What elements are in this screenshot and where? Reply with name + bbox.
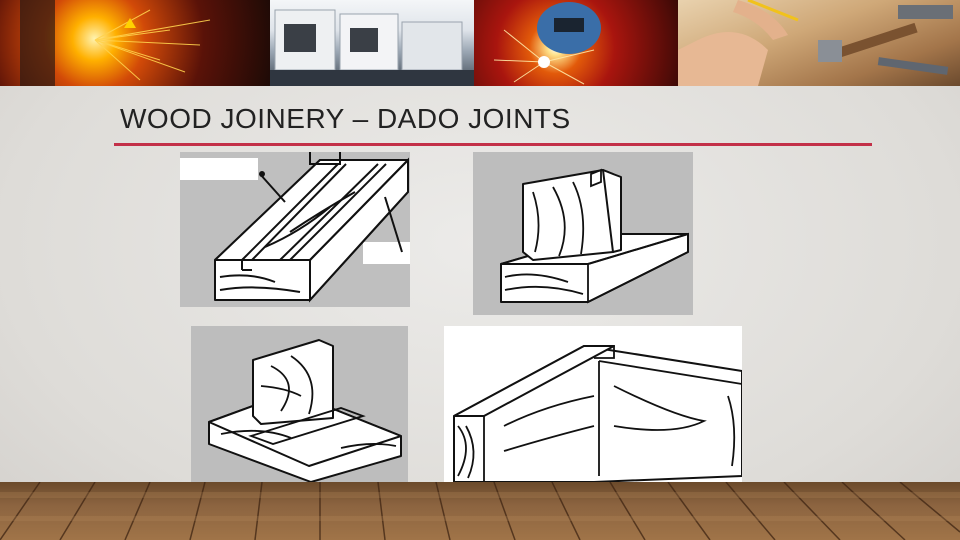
sparks-grinding-photo <box>0 0 270 86</box>
photo-banner <box>0 0 960 86</box>
floor-planks-graphic <box>0 482 960 540</box>
dado-diagram-board-in-groove <box>473 152 693 315</box>
woodworking-graphic <box>678 0 953 86</box>
sparks-graphic <box>20 0 211 86</box>
wood-plank-floor <box>0 482 960 540</box>
industrial-machines-photo <box>270 0 474 86</box>
slide-title: WOOD JOINERY – DADO JOINTS <box>120 103 571 134</box>
title-underline <box>114 143 872 146</box>
welding-photo <box>474 0 678 86</box>
dado-diagram-stopped <box>191 326 408 482</box>
dado-diagram-through <box>180 152 410 307</box>
dado-diagram-corner <box>444 326 742 482</box>
welding-graphic <box>493 2 601 85</box>
machines-graphic <box>270 9 474 86</box>
woodworking-tools-photo <box>678 0 960 86</box>
